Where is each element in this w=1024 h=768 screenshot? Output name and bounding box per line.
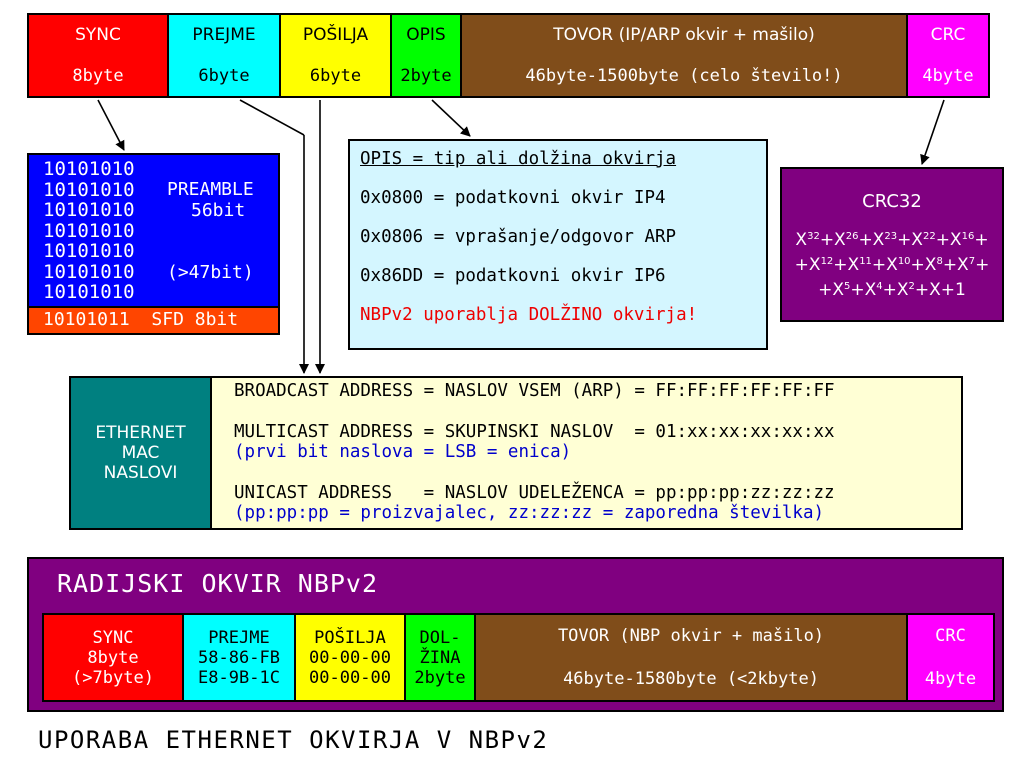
preamble-label-size: 56bit [191,200,246,221]
radio-field-line: 2byte [414,667,466,688]
sfd-bits: 10101011 [43,309,130,330]
radio-field-dolzina: DOL- ŽINA 2byte [406,615,476,700]
radio-field-posilja: POŠILJA 00-00-00 00-00-00 [296,615,406,700]
ethernet-frame: SYNC 8byte PREJME 6byte POŠILJA 6byte OP… [27,13,990,98]
sfd-label: SFD 8bit [151,309,239,330]
mac-broadcast: BROADCAST ADDRESS = NASLOV VSEM (ARP) = … [234,381,835,401]
field-posilja-name: POŠILJA [302,25,369,46]
radio-field-line: 4byte [924,668,977,689]
field-opis-size: 2byte [400,65,452,86]
mac-unicast: UNICAST ADDRESS = NASLOV UDELEŽENCA = pp… [234,483,835,503]
radio-frame-box: RADIJSKI OKVIR NBPv2 SYNC 8byte (>7byte)… [27,557,1004,712]
radio-field-line: 46byte-1580byte (<2kbyte) [563,668,819,689]
field-opis-name: OPIS [406,25,446,46]
preamble-box: 10101010 10101010 10101010 10101010 1010… [27,153,280,335]
radio-field-line: TOVOR (NBP okvir + mašilo) [557,626,825,647]
radio-field-line: 00-00-00 [309,667,391,688]
mac-label: ETHERNET MAC NASLOVI [71,378,212,528]
preamble-bit-row: 10101010 [43,199,135,221]
preamble-bit-row: 10101010 [43,240,135,262]
mac-multicast: MULTICAST ADDRESS = SKUPINSKI NASLOV = 0… [234,422,835,442]
opis-line-ip4: 0x0800 = podatkovni okvir IP4 [360,188,666,208]
radio-field-line: CRC [935,626,966,647]
opis-title: OPIS = tip ali dolžina okvirja [360,149,677,169]
sfd-row: 10101011 SFD 8bit [29,306,278,333]
preamble-bit-row: 10101010 [43,178,135,201]
radio-field-line: DOL- [419,627,461,648]
mac-label-line: ETHERNET [95,423,186,443]
preamble-label-name: PREAMBLE [167,179,254,200]
radio-field-sync: SYNC 8byte (>7byte) [44,615,184,700]
preamble-bit-row: 10101010 [43,260,135,283]
mac-label-line: MAC [121,443,160,463]
radio-title: RADIJSKI OKVIR NBPv2 [57,569,379,598]
radio-field-line: SYNC [92,627,134,648]
mac-unicast-note: (pp:pp:pp = proizvajalec, zz:zz:zz = zap… [234,503,825,523]
radio-field-line: POŠILJA [314,627,386,648]
arrow-crc-to-crc32 [920,99,945,165]
field-sync-name: SYNC [75,25,121,46]
field-sync-size: 8byte [72,65,124,86]
preamble-bit-row: 10101010 [43,219,135,242]
field-posilja: POŠILJA 6byte [281,15,392,96]
field-prejme-name: PREJME [192,25,256,46]
field-posilja-size: 6byte [309,65,362,86]
radio-field-line: PREJME [208,627,270,648]
field-tovor-name: TOVOR (IP/ARP okvir + mašilo) [553,25,815,46]
opis-line-arp: 0x0806 = vprašanje/odgovor ARP [360,227,677,247]
mac-body: BROADCAST ADDRESS = NASLOV VSEM (ARP) = … [212,378,961,528]
footer-caption: UPORABA ETHERNET OKVIRJA V NBPv2 [38,726,549,754]
radio-field-line: (>7byte) [72,667,154,688]
crc32-polynomial: X32+X26+X23+X22+X16+ +X12+X11+X10+X8+X7+… [794,230,990,300]
opis-note: NBPv2 uporablja DOLŽINO okvirja! [360,305,698,325]
radio-field-line: 00-00-00 [309,647,391,668]
radio-field-line: 8byte [87,647,139,668]
preamble-bit-row: 10101010 [43,158,135,180]
mac-label-line: NASLOVI [103,463,178,483]
field-prejme: PREJME 6byte [169,15,281,96]
opis-line-ip6: 0x86DD = podatkovni okvir IP6 [360,266,666,286]
preamble-label: PREAMBLE 56bit [167,179,254,221]
radio-field-line: E8-9B-1C [198,667,280,688]
field-tovor-size: 46byte-1500byte (celo število!) [525,65,843,86]
radio-field-crc: CRC 4byte [908,615,993,700]
arrow-prejme-to-mac [239,99,305,136]
mac-addresses-box: ETHERNET MAC NASLOVI BROADCAST ADDRESS =… [69,376,963,530]
opis-box: OPIS = tip ali dolžina okvirja 0x0800 = … [348,139,768,350]
field-crc-name: CRC [930,25,966,46]
field-crc-size: 4byte [922,65,974,86]
radio-field-prejme: PREJME 58-86-FB E8-9B-1C [184,615,296,700]
radio-field-tovor: TOVOR (NBP okvir + mašilo) 46byte-1580by… [476,615,908,700]
arrow-sync-to-preamble [97,99,125,151]
field-prejme-size: 6byte [198,65,250,86]
preamble-min-label: (>47bit) [167,262,254,283]
field-sync: SYNC 8byte [29,15,169,96]
radio-frame: SYNC 8byte (>7byte) PREJME 58-86-FB E8-9… [42,613,995,702]
mac-multicast-note: (prvi bit naslova = LSB = enica) [234,442,572,462]
field-tovor: TOVOR (IP/ARP okvir + mašilo) 46byte-150… [462,15,908,96]
radio-field-line: ŽINA [419,647,461,668]
arrow-opis-to-box [431,99,471,137]
crc32-title: CRC32 [862,191,922,212]
field-opis: OPIS 2byte [392,15,462,96]
preamble-bit-row: 10101010 [43,281,135,303]
radio-field-line: 58-86-FB [198,647,280,668]
crc32-box: CRC32 X32+X26+X23+X22+X16+ +X12+X11+X10+… [780,167,1004,322]
preamble-bits: 10101010 10101010 10101010 10101010 1010… [43,159,135,303]
field-crc: CRC 4byte [908,15,988,96]
